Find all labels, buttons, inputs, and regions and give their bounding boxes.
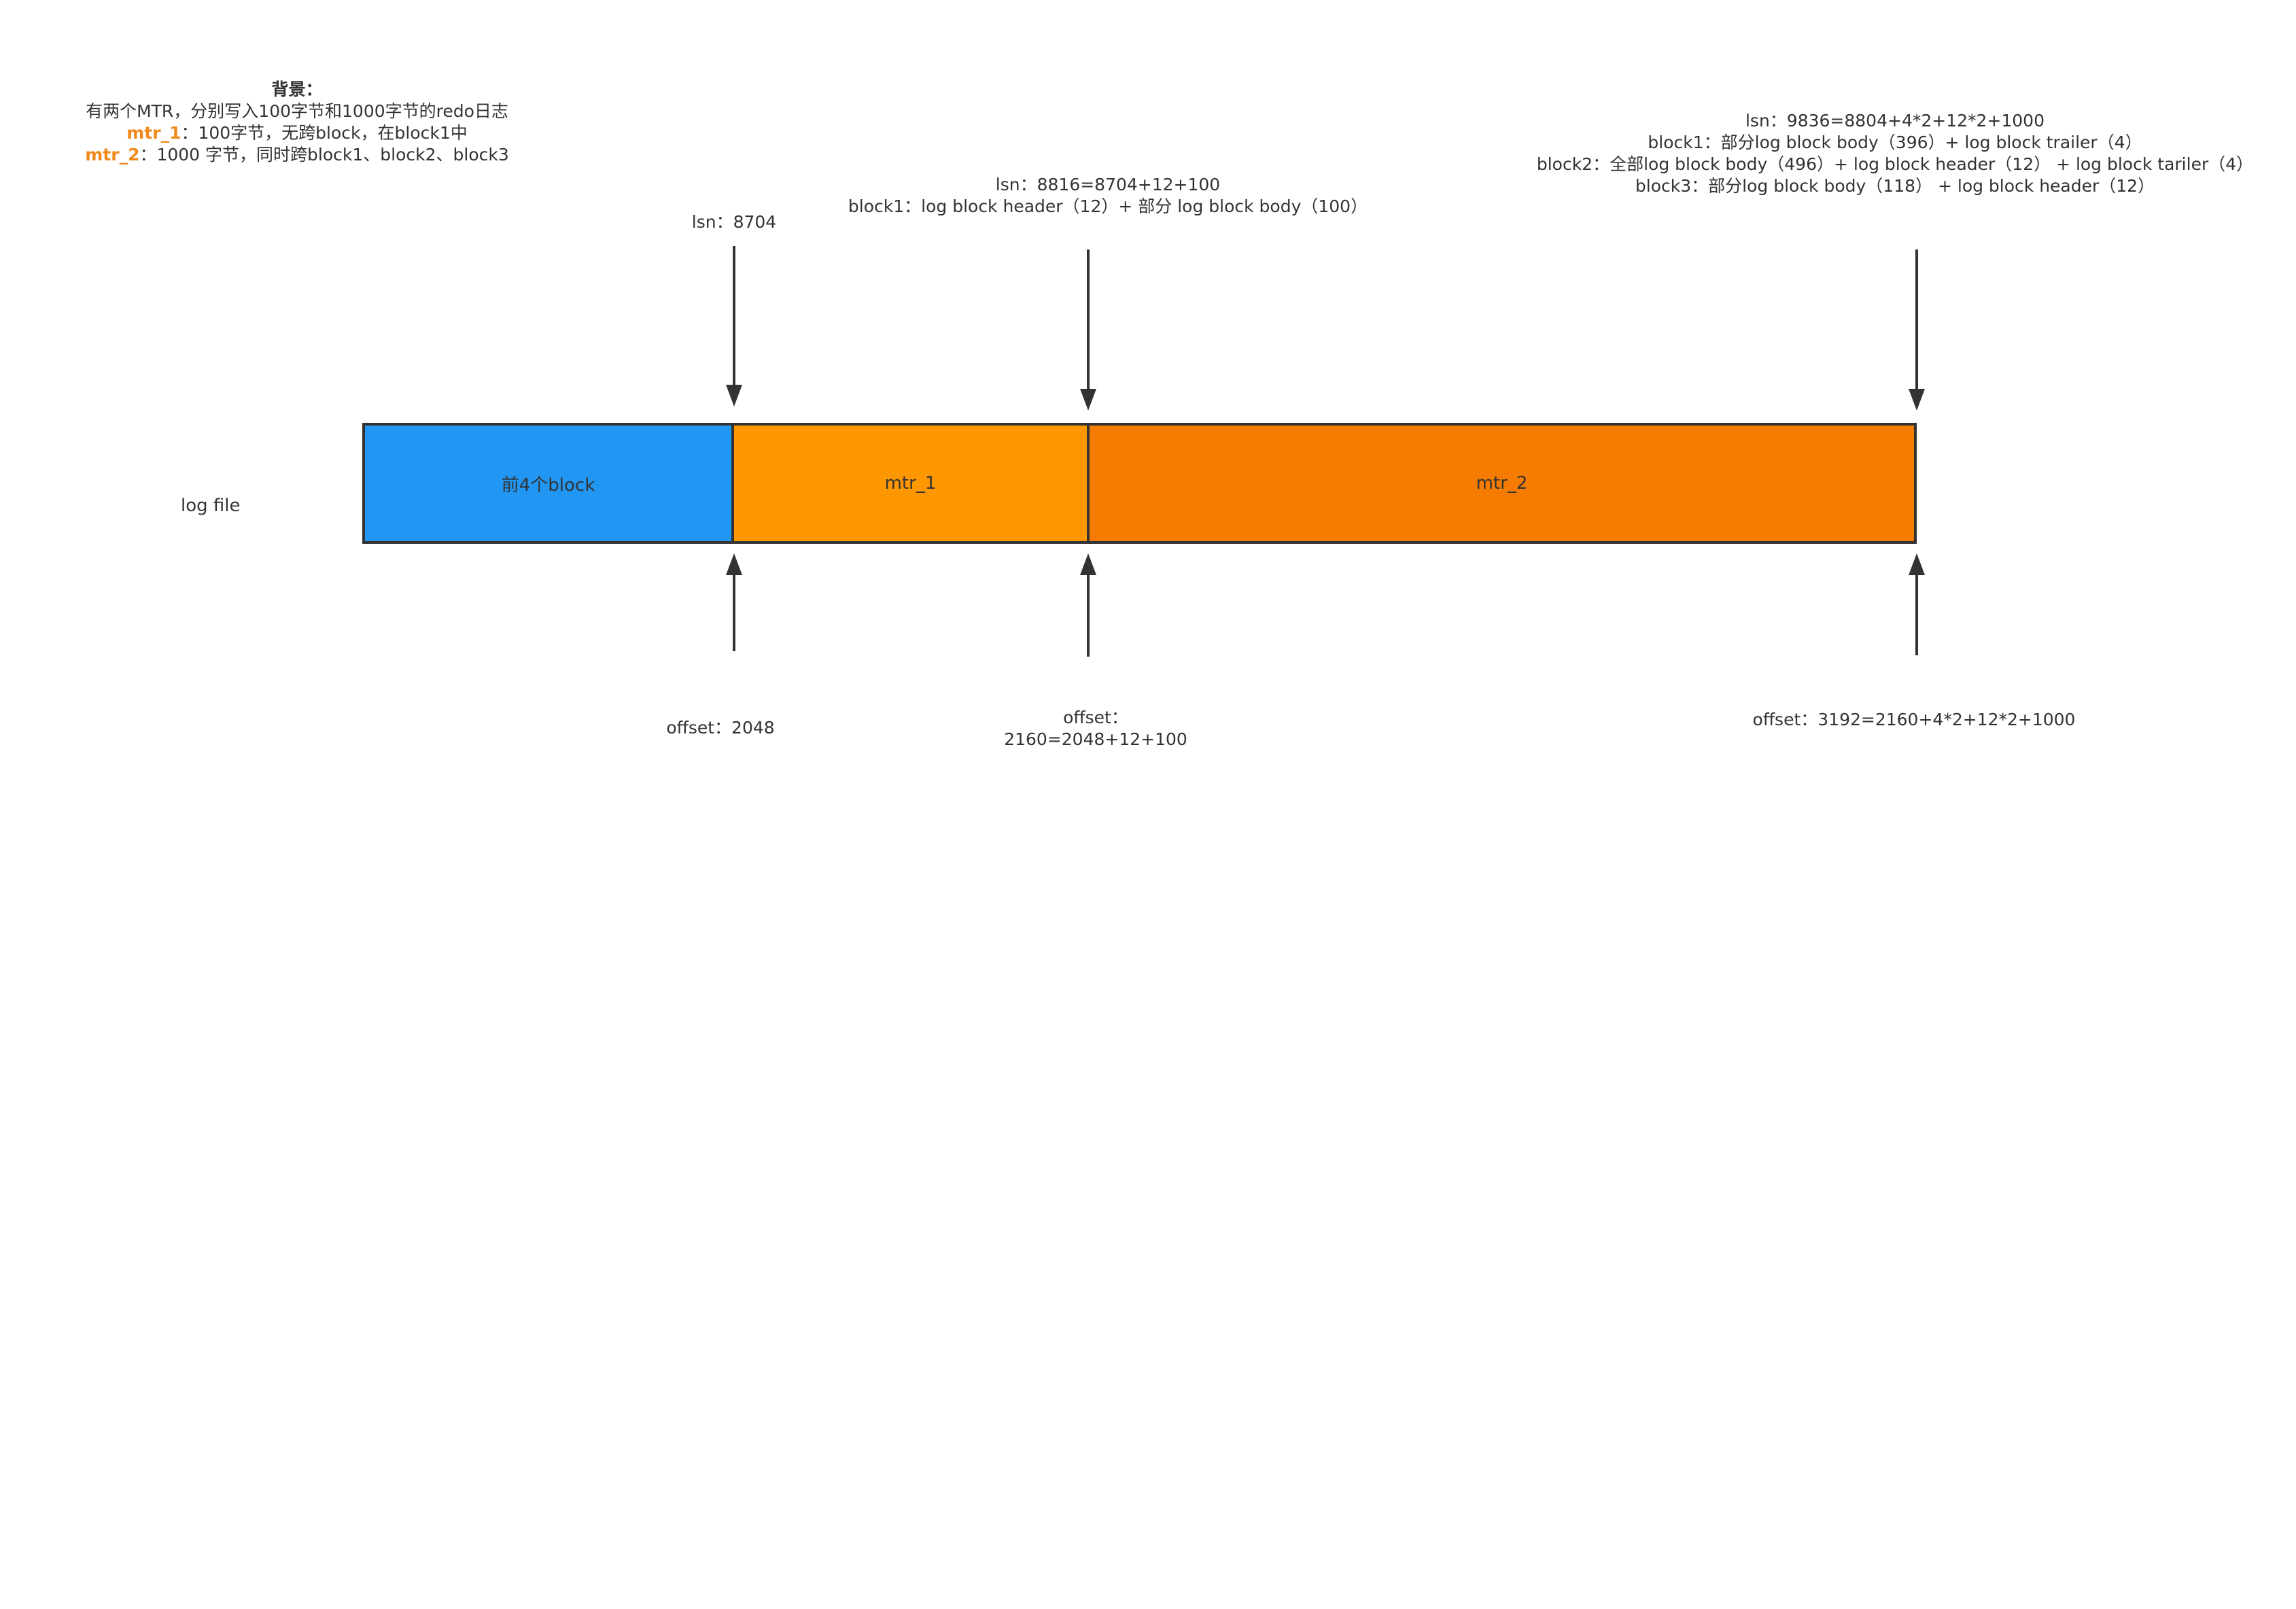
offset-annotation-b: offset： 2160=2048+12+100 xyxy=(1004,707,1187,750)
segment-mtr-1-label: mtr_1 xyxy=(884,473,937,494)
mtr1-text: ：100字节，无跨block，在block1中 xyxy=(181,123,468,143)
log-file-label: log file xyxy=(181,496,241,516)
offset-annotation-a: offset：2048 xyxy=(666,718,775,738)
segment-mtr-2-label: mtr_2 xyxy=(1476,473,1528,494)
mtr2-label: mtr_2 xyxy=(85,145,140,165)
arrowhead-down-lsn-b xyxy=(1080,389,1096,411)
mtr1-label: mtr_1 xyxy=(126,123,181,143)
segment-mtr-2: mtr_2 xyxy=(1087,423,1917,544)
background-line-mtr2: mtr_2：1000 字节，同时跨block1、block2、block3 xyxy=(85,144,509,166)
offset-annotation-b-line-1: offset： xyxy=(1063,708,1128,727)
segment-mtr-1: mtr_1 xyxy=(731,423,1090,544)
arrowhead-up-offset-b xyxy=(1080,553,1096,575)
arrowhead-down-lsn-c xyxy=(1909,389,1925,411)
arrowhead-down-lsn-a xyxy=(726,385,742,406)
arrowhead-up-offset-a xyxy=(726,553,742,575)
lsn-annotation-b: lsn：8816=8704+12+100 block1：log block he… xyxy=(848,174,1368,218)
background-line-mtr1: mtr_1：100字节，无跨block，在block1中 xyxy=(85,122,509,144)
lsn-annotation-c-line-4: block3：部分log block body（118） + log block… xyxy=(1635,176,2155,196)
offset-annotation-c: offset：3192=2160+4*2+12*2+1000 xyxy=(1752,710,2076,729)
segment-first-4-blocks: 前4个block xyxy=(362,423,734,544)
segment-first-4-blocks-label: 前4个block xyxy=(501,474,595,496)
lsn-annotation-a: lsn：8704 xyxy=(691,212,777,232)
arrowhead-up-offset-c xyxy=(1909,553,1925,575)
lsn-annotation-c: lsn：9836=8804+4*2+12*2+1000 block1：部分log… xyxy=(1537,110,2253,197)
lsn-annotation-c-line-1: lsn：9836=8804+4*2+12*2+1000 xyxy=(1745,111,2045,131)
background-line-1: 有两个MTR，分别写入100字节和1000字节的redo日志 xyxy=(86,101,508,121)
lsn-annotation-b-line-2: block1：log block header（12）+ 部分 log bloc… xyxy=(848,196,1368,216)
offset-annotation-b-line-2: 2160=2048+12+100 xyxy=(1004,729,1187,749)
lsn-annotation-c-line-3: block2：全部log block body（496）+ log block … xyxy=(1536,154,2254,174)
lsn-annotation-c-line-2: block1：部分log block body（396）+ log block … xyxy=(1648,133,2142,152)
background-title: 背景： xyxy=(271,80,323,99)
mtr2-text: ：1000 字节，同时跨block1、block2、block3 xyxy=(139,145,509,165)
background-note: 背景： 有两个MTR，分别写入100字节和1000字节的redo日志 mtr_1… xyxy=(85,79,509,166)
lsn-annotation-b-line-1: lsn：8816=8704+12+100 xyxy=(995,175,1221,194)
